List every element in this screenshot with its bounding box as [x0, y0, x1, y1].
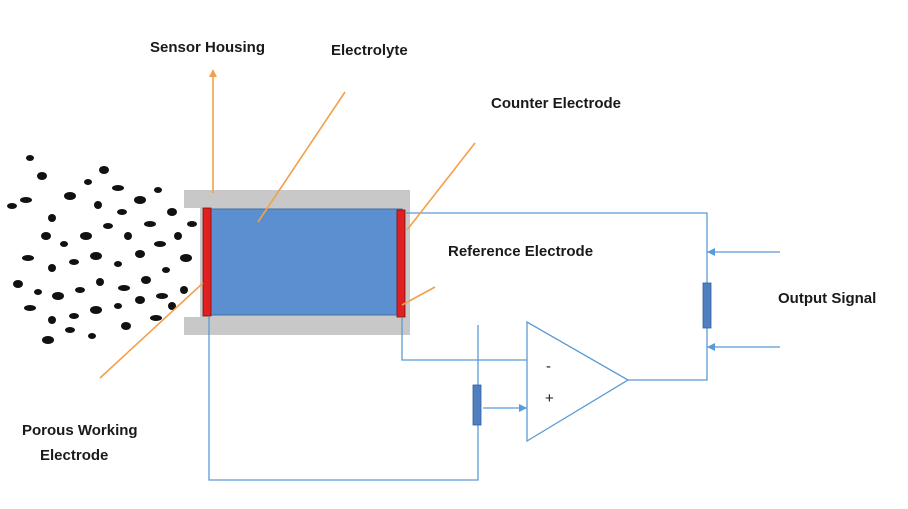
gas-molecule: [60, 241, 68, 247]
wire-working-to-resistor: [208, 316, 479, 481]
leader-electrolyte: [257, 91, 346, 223]
gas-molecule: [80, 232, 92, 240]
gas-molecule: [88, 333, 96, 339]
leader-reference-electrode: [401, 286, 436, 306]
gas-molecule: [187, 221, 197, 227]
gas-molecule: [154, 187, 162, 193]
gas-molecule: [48, 264, 56, 272]
gas-molecule: [22, 255, 34, 261]
arrow-output-top: [707, 248, 715, 256]
label-reference-electrode: Reference Electrode: [448, 243, 594, 260]
gas-molecule: [90, 306, 102, 314]
working-electrode: [202, 207, 212, 317]
gas-molecule: [52, 292, 64, 300]
gas-molecule: [20, 197, 32, 203]
gas-molecule: [24, 305, 36, 311]
gas-molecule: [90, 252, 102, 260]
amp-minus-sign: -: [546, 358, 551, 375]
gas-molecule: [180, 286, 188, 294]
gas-molecule: [117, 209, 127, 215]
gas-molecule: [64, 192, 76, 200]
amp-plus-sign: +: [545, 390, 554, 407]
gas-molecule: [69, 259, 79, 265]
gas-molecule: [114, 261, 122, 267]
output-resistor: [702, 282, 712, 329]
leader-counter-electrode: [406, 142, 476, 231]
gas-molecule: [141, 276, 151, 284]
leader-porous-working: [99, 282, 204, 379]
gas-molecule: [114, 303, 122, 309]
gas-molecule: [37, 172, 47, 180]
label-counter-electrode: Counter Electrode: [491, 95, 622, 112]
counter-electrode: [396, 209, 406, 318]
leader-arrow-housing: [209, 69, 217, 77]
gas-molecule: [134, 196, 146, 204]
gas-molecule: [48, 214, 56, 222]
op-amp: [526, 320, 630, 443]
gas-molecule: [112, 185, 124, 191]
gas-molecule: [121, 322, 131, 330]
gas-molecule: [96, 278, 104, 286]
gas-molecule: [162, 267, 170, 273]
label-electrolyte: Electrolyte: [331, 42, 408, 59]
gas-molecule: [94, 201, 102, 209]
gas-molecule: [75, 287, 85, 293]
gas-molecule: [42, 336, 54, 344]
gas-molecule: [13, 280, 23, 288]
gas-molecule: [99, 166, 109, 174]
arrow-output-bottom: [707, 343, 715, 351]
gas-molecule: [26, 155, 34, 161]
gas-molecule: [180, 254, 192, 262]
gas-molecule: [135, 250, 145, 258]
gas-molecule: [84, 179, 92, 185]
gas-molecule: [135, 296, 145, 304]
gas-molecule: [65, 327, 75, 333]
gas-molecule: [174, 232, 182, 240]
gas-molecule: [118, 285, 130, 291]
gas-molecule: [7, 203, 17, 209]
gas-molecule: [167, 208, 177, 216]
gas-molecule: [34, 289, 42, 295]
label-porous-working-line2: Electrode: [40, 447, 109, 464]
wire-reference-to-minus: [401, 318, 527, 361]
gas-molecule: [69, 313, 79, 319]
arrow-to-plus: [519, 404, 527, 412]
feedback-resistor: [472, 384, 482, 426]
label-sensor-housing: Sensor Housing: [150, 39, 266, 56]
gas-molecule: [48, 316, 56, 324]
gas-molecule: [41, 232, 51, 240]
gas-molecule: [124, 232, 132, 240]
label-porous-working-line1: Porous Working: [22, 422, 138, 439]
gas-molecule: [168, 302, 176, 310]
gas-molecules: [7, 155, 197, 344]
gas-molecule: [150, 315, 162, 321]
gas-molecule: [103, 223, 113, 229]
electrolyte-body: [205, 208, 403, 316]
label-output-signal: Output Signal: [778, 290, 877, 307]
gas-molecule: [144, 221, 156, 227]
label-leaders: [99, 75, 476, 379]
gas-molecule: [154, 241, 166, 247]
gas-molecule: [156, 293, 168, 299]
